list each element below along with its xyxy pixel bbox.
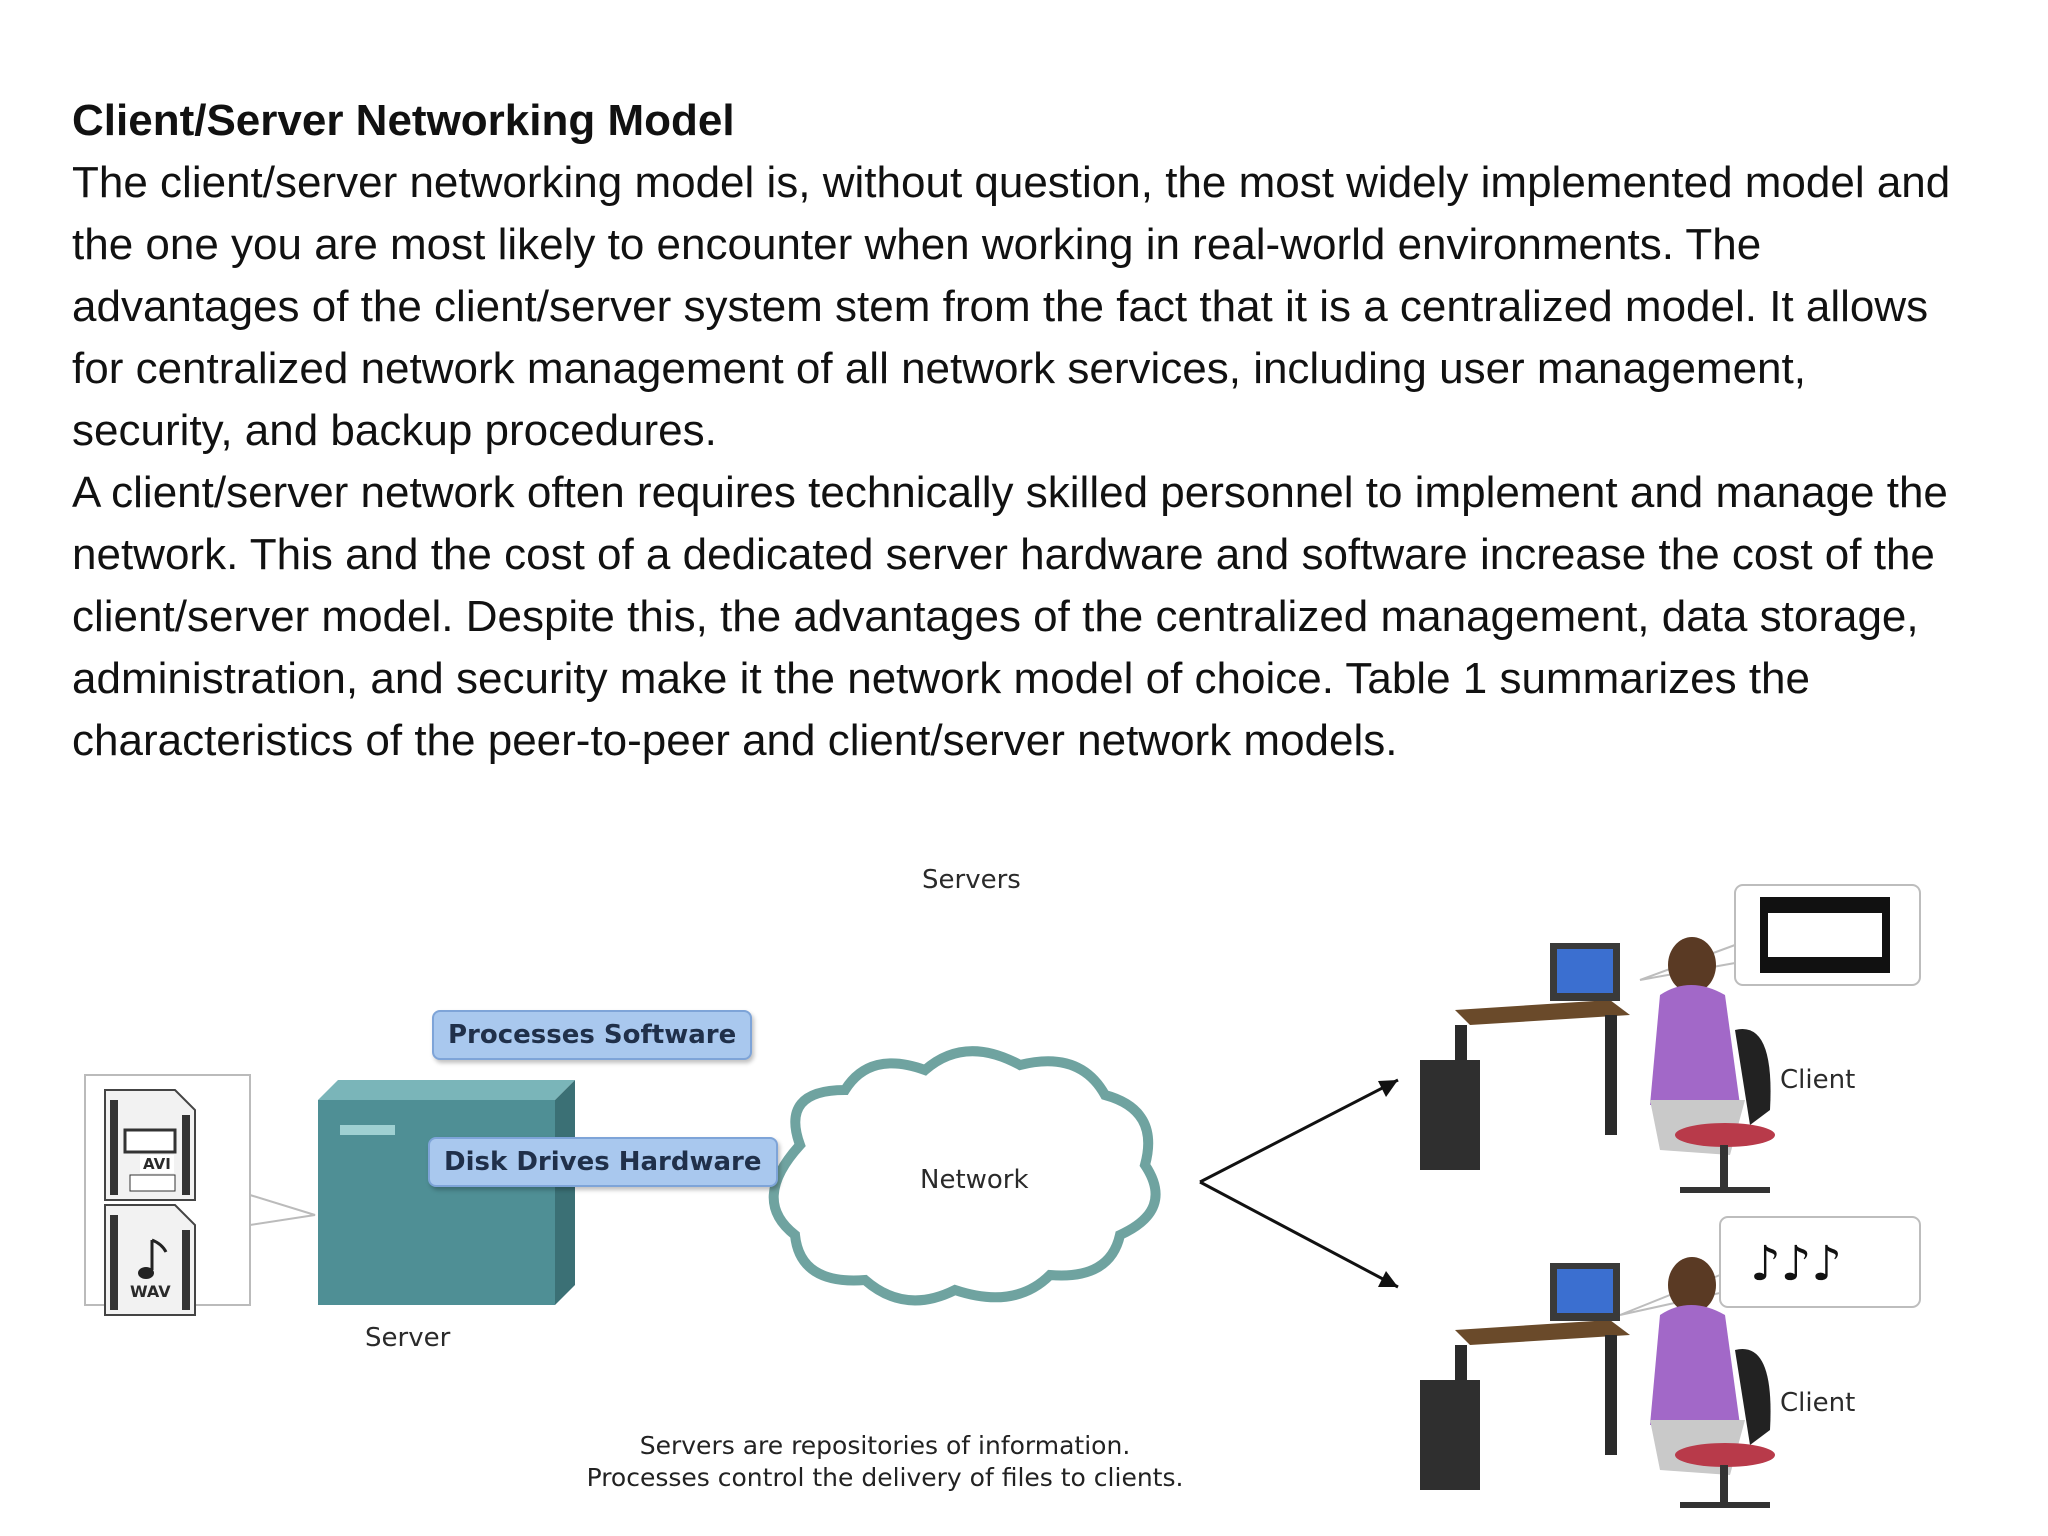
client-label-top: Client bbox=[1780, 1065, 1856, 1095]
paragraph-2: A client/server network often requires t… bbox=[72, 468, 1948, 765]
disk-drives-hardware-label: Disk Drives Hardware bbox=[428, 1137, 778, 1187]
text-content: Client/Server Networking Model The clien… bbox=[72, 90, 1972, 772]
client-workstation-top bbox=[1420, 937, 1775, 1193]
network-label: Network bbox=[920, 1165, 1029, 1195]
music-callout: ♪♪♪ bbox=[1619, 1216, 1921, 1316]
diagram-graphics: ♪♪♪ bbox=[84, 884, 1921, 1508]
avi-file-label: AVI bbox=[140, 1155, 174, 1173]
client-server-diagram: ♪♪♪ bbox=[60, 845, 1960, 1535]
processes-software-label: Processes Software bbox=[432, 1010, 753, 1060]
video-callout bbox=[1639, 884, 1921, 986]
avi-file-icon bbox=[104, 1089, 196, 1201]
caption-line-1: Servers are repositories of information. bbox=[639, 1431, 1131, 1460]
server-label: Server bbox=[365, 1323, 451, 1353]
svg-text:♪♪♪: ♪♪♪ bbox=[1750, 1236, 1842, 1292]
client-workstation-bottom bbox=[1420, 1257, 1775, 1508]
network-arrows bbox=[1199, 1078, 1399, 1289]
network-cloud-icon bbox=[768, 1046, 1161, 1306]
page-title: Client/Server Networking Model bbox=[72, 96, 735, 145]
wav-file-icon bbox=[104, 1204, 196, 1316]
caption-line-2: Processes control the delivery of files … bbox=[586, 1463, 1184, 1492]
diagram-caption: Servers are repositories of information.… bbox=[410, 1430, 1360, 1494]
servers-label: Servers bbox=[922, 865, 1021, 895]
wav-file-label: WAV bbox=[130, 1282, 171, 1301]
paragraph-1: The client/server networking model is, w… bbox=[72, 158, 1951, 455]
client-label-bottom: Client bbox=[1780, 1388, 1856, 1418]
server-tower-icon bbox=[318, 1080, 575, 1305]
